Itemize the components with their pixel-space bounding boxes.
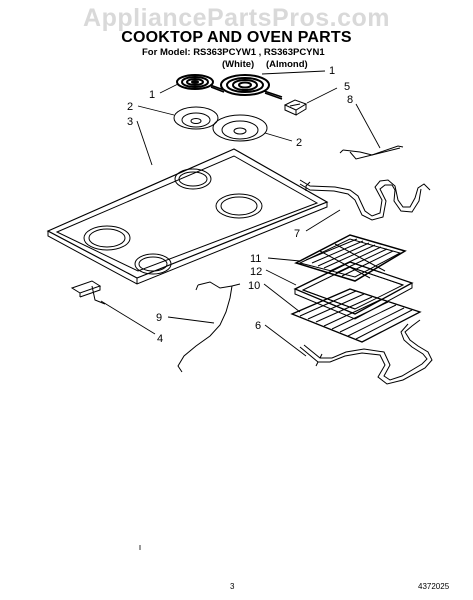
callout-7: 7 — [294, 228, 300, 240]
variant-white: (White) — [222, 59, 255, 70]
document-number: 4372025 — [418, 582, 450, 591]
callout-3: 3 — [127, 116, 133, 128]
cooktop-panel — [46, 148, 329, 285]
callout-12: 12 — [250, 266, 262, 278]
broil-pan-grid — [294, 234, 407, 282]
page-number: 3 — [230, 582, 235, 591]
variant-almond: (Almond) — [266, 59, 308, 70]
bake-element-upper — [339, 145, 404, 160]
callout-11: 11 — [250, 253, 261, 265]
leader-lines — [100, 70, 381, 357]
model-line: For Model: RS363PCYW1 , RS363PCYN1 — [142, 47, 325, 58]
callout-2-right: 2 — [296, 137, 302, 149]
page-title: COOKTOP AND OVEN PARTS — [121, 29, 352, 46]
terminal-block — [283, 99, 308, 116]
surface-element-large-right — [220, 74, 283, 100]
callout-1-left: 1 — [149, 89, 155, 101]
callout-6: 6 — [255, 320, 261, 332]
bake-element-lower — [299, 319, 433, 385]
callout-4: 4 — [157, 333, 163, 345]
drip-bowl-large-right — [212, 114, 268, 142]
broil-element — [299, 179, 431, 221]
callout-10: 10 — [248, 280, 260, 292]
surface-element-small-left — [176, 74, 225, 93]
oven-rack — [290, 288, 422, 343]
wire-harness — [177, 281, 241, 373]
bracket — [70, 280, 106, 305]
watermark: AppliancePartsPros.com — [83, 4, 390, 32]
callout-8: 8 — [347, 94, 353, 106]
callout-9: 9 — [156, 312, 162, 324]
callout-5: 5 — [344, 81, 350, 93]
callout-2-left: 2 — [127, 101, 133, 113]
callout-1-right: 1 — [329, 65, 335, 77]
broil-pan — [293, 261, 414, 320]
drip-bowl-small-left — [173, 106, 219, 130]
